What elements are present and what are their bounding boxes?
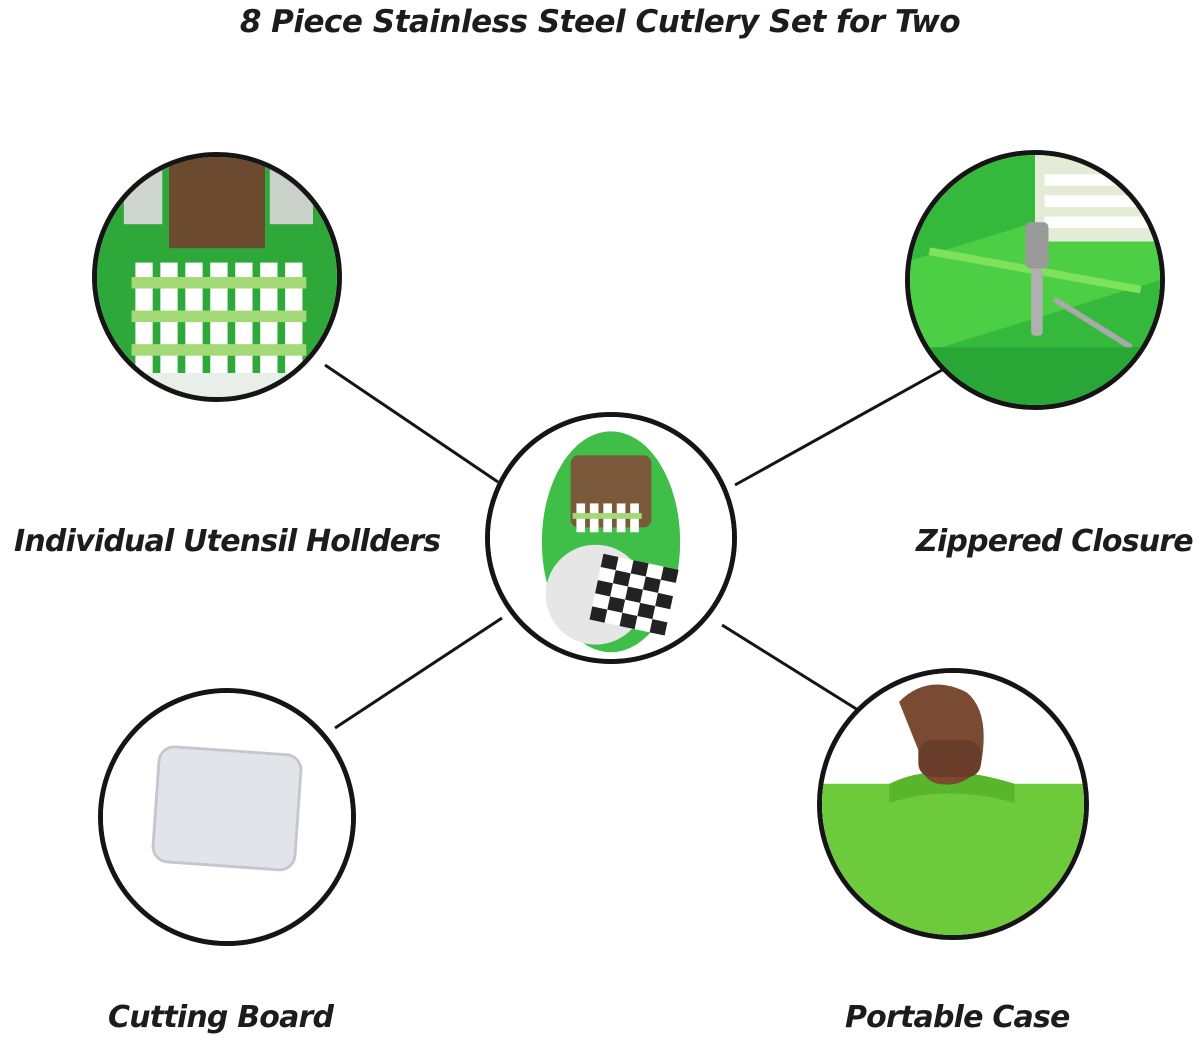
page-title: 8 Piece Stainless Steel Cutlery Set for … xyxy=(239,4,961,40)
connector-utensil-holders xyxy=(324,363,499,484)
zipper-icon xyxy=(905,150,1165,410)
connector-portable-case xyxy=(721,623,859,712)
utensil-holders-icon xyxy=(92,152,342,402)
label-utensil-holders: Individual Utensil Hollders xyxy=(14,524,441,559)
carry-handle-icon xyxy=(817,668,1089,940)
label-cutting-board: Cutting Board xyxy=(108,1000,334,1035)
label-portable-case: Portable Case xyxy=(845,1000,1070,1035)
connector-cutting-board xyxy=(334,616,503,730)
connector-zippered-closure xyxy=(734,368,943,487)
cutting-board-icon xyxy=(98,688,356,946)
cutlery-case-icon xyxy=(485,412,737,664)
label-zippered-closure: Zippered Closure xyxy=(916,524,1194,559)
